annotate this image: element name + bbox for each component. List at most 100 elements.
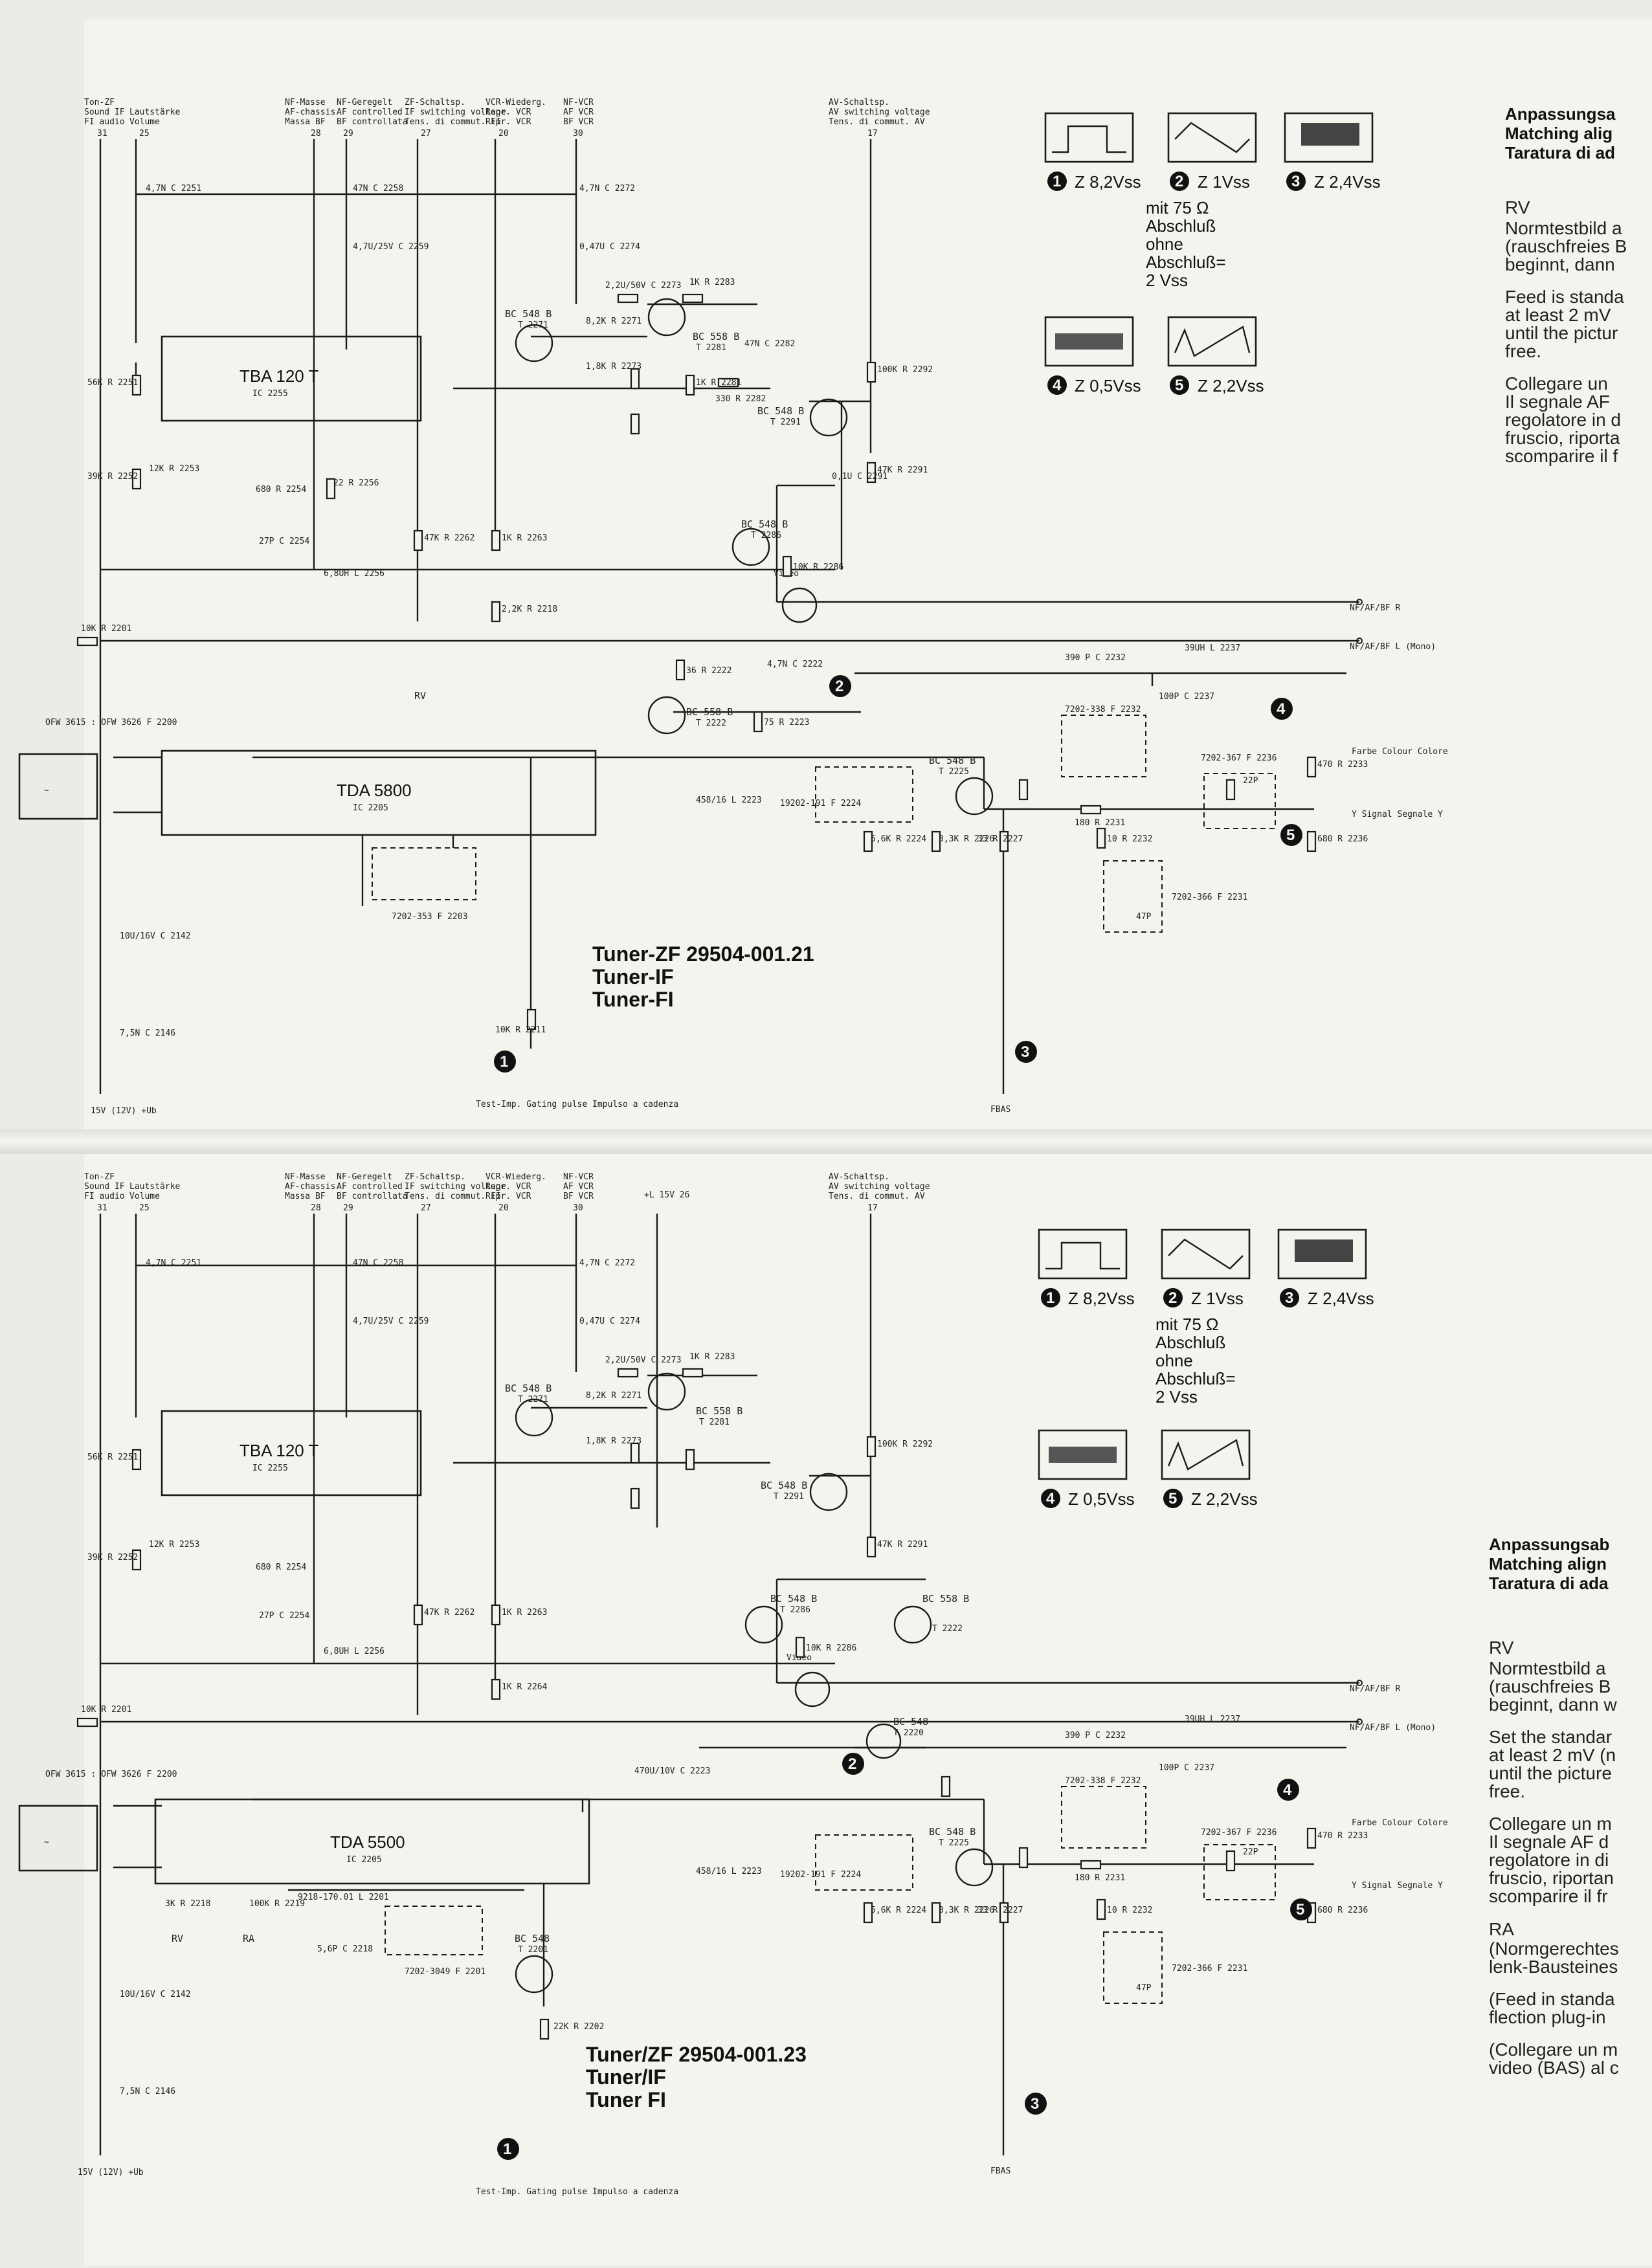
top-t2225-ref: T 2225 [939,767,969,777]
top-transistor-t2286 [731,528,770,566]
svg-text:IC 2255: IC 2255 [252,1463,288,1473]
svg-text:BC 548: BC 548 [893,1716,928,1728]
svg-text:1: 1 [503,2140,511,2158]
svg-text:OFW 3615 : OFW 3626 F 2200: OFW 3615 : OFW 3626 F 2200 [45,1770,177,1779]
svg-text:7202-3049 F 2201: 7202-3049 F 2201 [405,1967,486,1977]
svg-text:Z 1Vss: Z 1Vss [1191,1289,1244,1308]
top-filter-f2232-label: 7202-338 F 2232 [1065,705,1141,715]
svg-text:2: 2 [1168,1289,1177,1307]
hdr-nf-masse-3: Massa BF [285,117,326,127]
svg-text:Massa BF: Massa BF [285,1192,326,1201]
bottom-ofw-symbol: ~ [44,1838,49,1847]
top-ic-tda5800-label: TDA 5800 [337,781,412,800]
svg-text:10K R 2286: 10K R 2286 [806,1643,856,1653]
svg-text:Abschluß: Abschluß [1146,216,1216,236]
svg-text:680 R 2236: 680 R 2236 [1317,1906,1368,1915]
svg-text:22K R 2202: 22K R 2202 [553,2022,604,2032]
bottom-title-2: Tuner/IF [586,2065,666,2089]
svg-text:1,8K R 2273: 1,8K R 2273 [586,1436,642,1446]
bottom-filter-f2231 [1103,1931,1163,2004]
top-resistors [76,293,1317,1030]
svg-text:100P C 2237: 100P C 2237 [1159,692,1214,702]
top-t2271-name: BC 548 B [505,308,552,320]
hdr-volume-pin: 25 [139,129,150,139]
svg-text:Z 2,4Vss: Z 2,4Vss [1314,172,1381,192]
svg-text:4,7N C 2251: 4,7N C 2251 [146,184,201,194]
top-t2291-name: BC 548 B [757,405,804,417]
top-title: Tuner-ZF 29504-001.21 [592,942,814,966]
svg-text:mit 75 Ω: mit 75 Ω [1146,198,1209,217]
svg-text:2,2U/50V C 2273: 2,2U/50V C 2273 [605,1355,681,1365]
svg-text:BC 548 B: BC 548 B [505,1383,552,1394]
svg-text:(Collegare un m: (Collegare un m [1489,2040,1618,2060]
svg-text:180 R 2231: 180 R 2231 [1075,1873,1125,1883]
svg-text:T 2271: T 2271 [518,1395,548,1405]
svg-text:BC 548 B: BC 548 B [770,1593,817,1605]
svg-text:beginnt, dann w: beginnt, dann w [1489,1695,1617,1715]
top-title-2: Tuner-IF [592,965,674,988]
svg-text:ohne: ohne [1146,234,1183,254]
svg-text:22P: 22P [1243,776,1258,786]
bottom-filter-f2236 [1203,1844,1276,1900]
svg-text:1: 1 [1053,173,1061,190]
hdr-nf-vcr-pin: 30 [573,129,583,139]
svg-text:47K R 2262: 47K R 2262 [424,533,474,543]
hdr-ton-zf-pin: 31 [97,129,107,139]
svg-text:Matching alig: Matching alig [1505,124,1613,143]
top-ic-tda5800-ref: IC 2205 [353,803,388,813]
svg-text:2 Vss: 2 Vss [1146,271,1188,290]
svg-text:10K R 2201: 10K R 2201 [81,624,131,634]
svg-text:BF controllata: BF controllata [337,1192,408,1201]
svg-text:10K R 2286: 10K R 2286 [793,562,843,572]
svg-text:AV switching voltage: AV switching voltage [829,1182,930,1192]
svg-text:1K R 2281: 1K R 2281 [696,378,741,388]
svg-text:fruscio, riportan: fruscio, riportan [1489,1868,1614,1888]
svg-text:1K R 2283: 1K R 2283 [689,278,735,287]
svg-text:scomparire il f: scomparire il f [1505,446,1618,466]
svg-text:Z 8,2Vss: Z 8,2Vss [1068,1289,1135,1308]
svg-text:Matching align: Matching align [1489,1554,1607,1573]
svg-text:39UH L 2237: 39UH L 2237 [1185,643,1240,653]
svg-text:T 2286: T 2286 [780,1605,810,1615]
svg-text:0,1U C 2291: 0,1U C 2291 [832,472,887,482]
svg-text:AF VCR: AF VCR [563,1182,594,1192]
hdr-nf-geregelt-1: NF-Geregelt [337,98,392,107]
svg-text:NF/AF/BF R: NF/AF/BF R [1350,603,1400,613]
svg-text:6,8UH L 2256: 6,8UH L 2256 [324,569,385,579]
svg-text:Taratura di ada: Taratura di ada [1489,1573,1609,1593]
svg-text:Ripr. VCR: Ripr. VCR [486,1192,531,1201]
svg-text:lenk-Bausteines: lenk-Bausteines [1489,1957,1618,1977]
top-component-labels: 4,7N C 2251 47N C 2258 4,7U/25V C 2259 4… [81,184,1368,1038]
svg-text:Z 0,5Vss: Z 0,5Vss [1068,1489,1135,1509]
top-header-labels: Ton-ZF Sound IF FI audio 31 Lautstärke V… [84,98,930,139]
top-transistor-t2222 [647,696,686,735]
svg-text:1: 1 [500,1053,508,1071]
svg-text:Normtestbild a: Normtestbild a [1489,1658,1606,1678]
svg-text:10U/16V C 2142: 10U/16V C 2142 [120,931,191,941]
svg-text:2: 2 [848,1755,856,1773]
svg-text:27: 27 [421,1203,431,1213]
top-t2286-name: BC 548 B [741,518,788,530]
svg-text:7202-338 F 2232: 7202-338 F 2232 [1065,1776,1141,1786]
svg-text:39UH L 2237: 39UH L 2237 [1185,1715,1240,1724]
bottom-title: Tuner/ZF 29504-001.23 [586,2043,807,2066]
svg-text:RV: RV [172,1933,183,1944]
svg-text:4,7N C 2272: 4,7N C 2272 [579,1258,635,1268]
bottom-filter-f2201 [385,1906,483,1955]
svg-text:25: 25 [139,1203,150,1213]
bottom-waveform-legend: 1 Z 8,2Vss 2 Z 1Vss 3 Z 2,4Vss mit 75 Ω … [1038,1228,1374,1509]
svg-text:4: 4 [1283,1781,1292,1799]
top-t2222-name: BC 558 B [686,706,733,718]
svg-text:4: 4 [1053,377,1062,394]
svg-text:33 R 2227: 33 R 2227 [977,834,1023,844]
svg-text:330 R 2282: 330 R 2282 [715,394,766,404]
svg-text:39K R 2252: 39K R 2252 [87,472,138,482]
svg-text:at least 2 mV: at least 2 mV [1505,305,1611,325]
top-schematic: Ton-ZF Sound IF FI audio 31 Lautstärke V… [18,98,1627,1116]
svg-text:47N C 2258: 47N C 2258 [353,184,403,194]
svg-text:FBAS: FBAS [990,1105,1010,1115]
svg-text:33 R 2227: 33 R 2227 [977,1906,1023,1915]
svg-text:Z 2,2Vss: Z 2,2Vss [1198,376,1264,395]
svg-text:Il segnale AF d: Il segnale AF d [1489,1832,1609,1852]
svg-text:AF-chassis: AF-chassis [285,1182,335,1192]
